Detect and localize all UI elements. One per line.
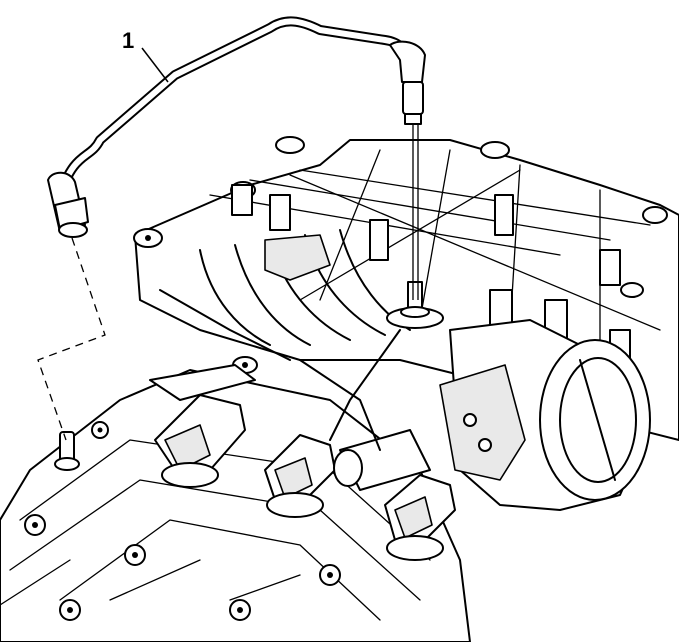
pcv-tube-elbow-fitting — [389, 40, 426, 125]
callout-1: 1 — [122, 28, 169, 83]
ignition-coil — [154, 394, 246, 488]
cylinder-head — [0, 369, 471, 642]
connection-guides — [37, 124, 419, 441]
head-bolts — [24, 421, 341, 621]
pcv-tube-left-fitting — [47, 171, 89, 238]
ignition-coil — [384, 474, 456, 561]
callout-label-1: 1 — [122, 28, 134, 53]
ignition-coil — [264, 434, 336, 518]
valve-cover-fitting — [54, 431, 80, 471]
throttle-body — [333, 319, 651, 511]
brackets — [149, 289, 401, 451]
ignition-coils — [154, 394, 456, 561]
